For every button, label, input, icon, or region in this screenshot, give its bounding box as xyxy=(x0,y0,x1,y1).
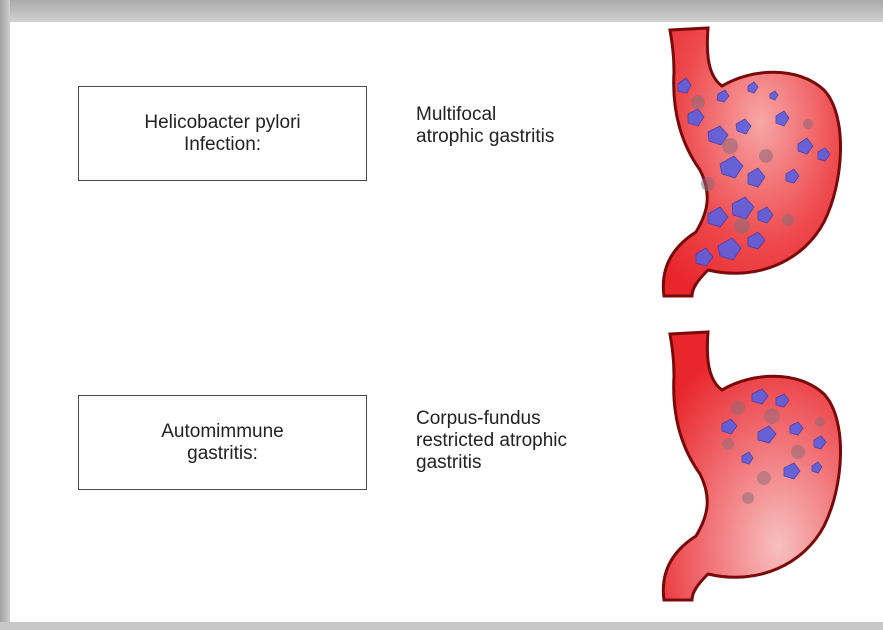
cause-line: gastritis: xyxy=(187,443,258,465)
result-line: Corpus-fundus xyxy=(416,408,567,430)
slide-canvas: Helicobacter pylori Infection: Multifoca… xyxy=(10,22,883,622)
window-frame-left xyxy=(0,0,10,622)
cause-line: Automimmune xyxy=(161,421,284,443)
result-line: gastritis xyxy=(416,452,567,474)
stomach-outline xyxy=(663,28,840,296)
result-text-multifocal: Multifocal atrophic gastritis xyxy=(416,104,554,148)
stomach-illustration-corpus-fundus xyxy=(648,328,848,604)
result-line: atrophic gastritis xyxy=(416,126,554,148)
cause-box-autoimmune: Automimmune gastritis: xyxy=(78,395,367,490)
result-text-corpus-fundus: Corpus-fundus restricted atrophic gastri… xyxy=(416,408,567,474)
result-line: restricted atrophic xyxy=(416,430,567,452)
cause-line: Helicobacter pylori xyxy=(144,112,300,134)
result-line: Multifocal xyxy=(416,104,554,126)
stomach-illustration-multifocal xyxy=(648,24,848,300)
window-frame-top xyxy=(0,0,883,22)
cause-box-h-pylori: Helicobacter pylori Infection: xyxy=(78,86,367,181)
cause-line: Infection: xyxy=(184,134,261,156)
